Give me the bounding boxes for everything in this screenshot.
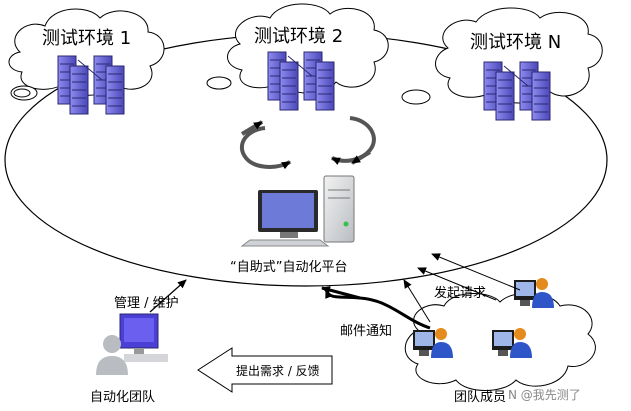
refresh-right-icon xyxy=(331,116,376,165)
env-2-label: 测试环境 2 xyxy=(254,26,344,47)
watermark: N @我先测了 xyxy=(508,388,581,402)
manage-label: 管理 / 维护 xyxy=(114,296,179,311)
members-label: 团队成员 xyxy=(454,390,507,405)
cloud-env-n xyxy=(435,7,603,104)
env-n-label: 测试环境 N xyxy=(470,32,562,53)
team-label: 自动化团队 xyxy=(90,390,156,405)
platform-computer-icon xyxy=(240,175,355,247)
request-arrow xyxy=(431,253,521,291)
email-label: 邮件通知 xyxy=(340,324,393,339)
platform-label: “自助式”自动化平台 xyxy=(230,260,348,275)
email-notify-arrow xyxy=(324,289,431,330)
automation-team-icon xyxy=(96,313,168,375)
refresh-left-icon xyxy=(239,126,291,170)
team-member-icon xyxy=(514,278,554,308)
manage-arrow xyxy=(149,279,187,313)
env-1-label: 测试环境 1 xyxy=(42,28,132,49)
feedback-arrow xyxy=(197,347,333,393)
request-label: 发起请求 xyxy=(434,286,487,301)
feedback-label: 提出需求 / 反馈 xyxy=(236,364,320,378)
